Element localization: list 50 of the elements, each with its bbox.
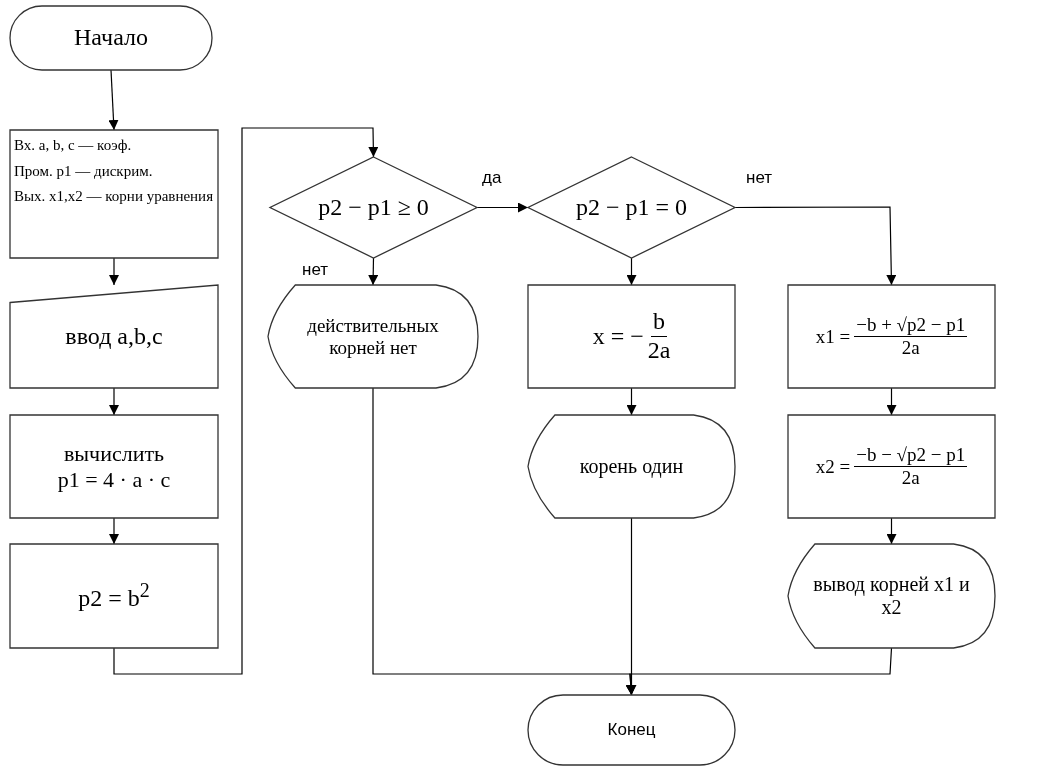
- process-box: [528, 285, 735, 388]
- display-box: [528, 415, 735, 518]
- display-box: [268, 285, 478, 388]
- process-box: [10, 544, 218, 648]
- arrow: [368, 257, 379, 286]
- end-terminal: [528, 695, 735, 765]
- node-text: вычислить: [63, 441, 165, 467]
- arrow: [734, 206, 897, 286]
- formula-text: x1 =: [815, 325, 851, 348]
- arrow: [886, 517, 897, 545]
- node-text: p2 − p1 = 0: [575, 193, 688, 222]
- node-text: ввод a,b,c: [65, 322, 163, 351]
- node-text: вывод корней x1 и x2: [812, 573, 971, 619]
- formula-text: x = −: [592, 322, 644, 351]
- node-text: Конец: [607, 720, 656, 740]
- comment-text: Пром. p1 — дискрим.: [14, 161, 153, 181]
- arrow: [113, 127, 379, 675]
- arrow: [109, 517, 119, 545]
- arrow: [476, 202, 529, 213]
- arrow: [626, 257, 637, 286]
- denominator-text: 2a: [901, 337, 920, 359]
- decision-diamond: [270, 157, 477, 258]
- start-terminal: [10, 6, 212, 70]
- node-text: p1 = 4 · a · c: [57, 466, 171, 492]
- comment-box: [10, 130, 218, 258]
- arrow: [886, 387, 897, 416]
- arrow: [625, 647, 893, 696]
- decision-diamond: [528, 157, 735, 258]
- comment-text: Вх. a, b, c — коэф.: [14, 136, 132, 155]
- arrow: [109, 387, 119, 416]
- node-text: действительных корней нет: [306, 314, 440, 359]
- formula-text: x2 =: [815, 455, 851, 478]
- node-text: Начало: [74, 24, 148, 52]
- numerator-text: −b − √p2 − p1: [854, 444, 968, 467]
- node-text: p2 = b$^{2}$: [78, 579, 150, 613]
- denominator-text: 2a: [901, 467, 920, 489]
- node-text: корень один: [578, 455, 685, 478]
- node-text: p2 − p1 ≥ 0: [318, 193, 429, 222]
- arrow: [108, 69, 119, 131]
- process-box: [10, 415, 218, 518]
- arrow: [109, 257, 119, 286]
- display-box: [788, 544, 995, 648]
- process-box: [788, 285, 995, 388]
- denominator-text: 2a: [647, 337, 671, 365]
- process-box: [788, 415, 995, 518]
- numerator-text: −b + √p2 − p1: [854, 314, 968, 337]
- comment-text: Вых. x1,x2 — корни уравнения: [14, 187, 214, 206]
- arrow: [626, 387, 637, 416]
- input-box: [10, 285, 218, 388]
- numerator-text: b: [651, 308, 668, 337]
